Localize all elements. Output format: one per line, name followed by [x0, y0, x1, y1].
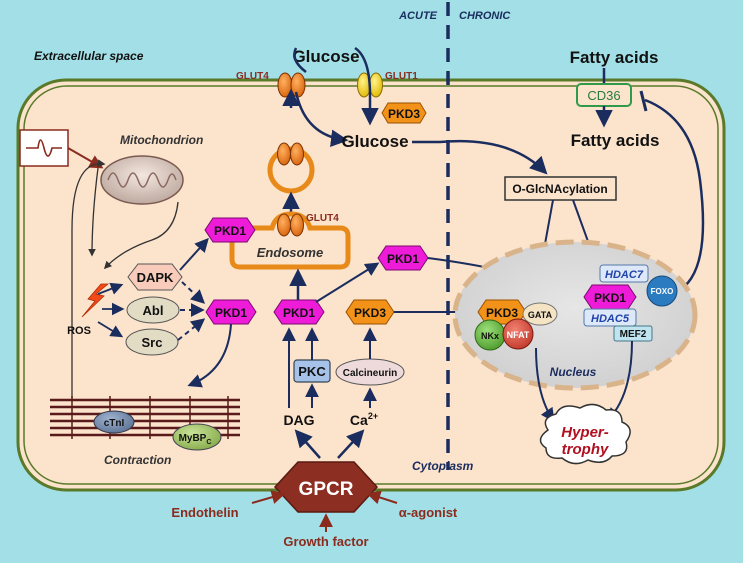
fatty-acids-extracellular-label: Fatty acids: [570, 48, 659, 67]
pkd1center-to-pkd1middle-arrow: [315, 262, 380, 303]
dag-label: DAG: [283, 412, 314, 428]
pkd1-left-node: [205, 299, 257, 325]
endothelin-label: Endothelin: [171, 505, 238, 520]
endosome-glut4-icon: [277, 213, 304, 237]
hypertrophy-cloud: [539, 403, 631, 465]
vesicle-glut4-icon: [277, 142, 304, 166]
chronic-label: CHRONIC: [459, 10, 511, 22]
acute-label: ACUTE: [398, 10, 438, 22]
glucose-to-oglcnac-arrow: [412, 139, 548, 175]
pkd1-left-label: PKD1: [215, 306, 247, 320]
pkd1-nucleus-label: PKD1: [594, 291, 626, 305]
nkx-label: NKx: [481, 331, 499, 341]
contraction-to-mito-arrow: [71, 159, 106, 398]
glucose-to-glut4-arrow: [293, 47, 307, 73]
mybpc-node: [172, 423, 222, 451]
abl-label: Abl: [143, 303, 164, 318]
ecg-waveform-icon: [26, 139, 62, 157]
contraction-label: Contraction: [104, 453, 171, 467]
pkd3-nucleus-label: PKD3: [486, 306, 518, 320]
gata-node: [522, 302, 558, 326]
mitochondrion-label: Mitochondrion: [120, 133, 203, 147]
gpcr-to-dag-arrow: [294, 429, 321, 459]
hdac7-box: [599, 264, 649, 283]
dapk-to-pkd1-dashed: [181, 281, 206, 304]
pkd3-mid-node: [345, 299, 395, 325]
dapk-node: [127, 263, 183, 291]
mybpc-label: MyBPC: [179, 433, 212, 446]
pkd3-complex-to-hypertrophy-arrow: [535, 347, 555, 423]
alpha-agonist-label: α-agonist: [399, 505, 458, 520]
mef2-label: MEF2: [620, 329, 647, 340]
nfat-node: [502, 318, 534, 350]
endothelin-arrow: [251, 490, 286, 504]
gpcr-to-ca-arrow: [337, 429, 365, 459]
ctni-label: cTnI: [104, 418, 125, 429]
glut1-transporter-icon: [357, 72, 383, 98]
cd36-label: CD36: [587, 88, 620, 103]
mito-down-arrow: [88, 167, 99, 257]
endosome-icon: [229, 211, 351, 270]
fatty-acids-intracellular-label: Fatty acids: [571, 131, 660, 150]
pkd1-to-contraction-arrow: [187, 323, 232, 388]
pkd1-center-label: PKD1: [283, 306, 315, 320]
pkc-label: PKC: [298, 364, 326, 379]
ros-to-dapk-arrow: [97, 282, 124, 295]
glucose-intracellular-label: Glucose: [341, 132, 408, 151]
pkd1-center-node: [273, 299, 325, 325]
extracellular-space-label: Extracellular space: [34, 49, 144, 63]
glut4-endosome-label: GLUT4: [306, 213, 339, 224]
growth-factor-label: Growth factor: [283, 534, 368, 549]
hypertrophy-label-1: Hyper-: [561, 424, 609, 441]
pkd1-endosome-node: [204, 217, 256, 243]
glut1-to-glucose-arrow: [354, 46, 379, 126]
oglcnac-box: [504, 176, 617, 201]
gpcr-label: GPCR: [299, 479, 354, 500]
hypertrophy-label-2: trophy: [562, 441, 609, 458]
inhibition-bar: [639, 90, 648, 112]
pkd1-middle-node: [377, 245, 429, 271]
pkd3-mid-label: PKD3: [354, 306, 386, 320]
nfat-label: NFAT: [507, 330, 530, 340]
abl-node: [126, 296, 180, 324]
dapk-to-pkd1-arrow: [179, 237, 209, 271]
gata-label: GATA: [528, 310, 553, 320]
ctni-node: [93, 410, 135, 434]
foxo-inhibits-cd36-line: [644, 98, 705, 294]
nucleus-label: Nucleus: [550, 365, 597, 379]
ros-to-src-arrow: [97, 321, 124, 338]
pkd3-glut-node: [381, 102, 427, 124]
hdac5-box: [583, 308, 637, 327]
endosome-label: Endosome: [257, 245, 323, 260]
dapk-label: DAPK: [137, 270, 174, 285]
ros-label: ROS: [67, 325, 91, 337]
calcineurin-label: Calcineurin: [343, 368, 397, 379]
hdac7-label: HDAC7: [605, 269, 644, 281]
gpcr-receptor: [273, 461, 379, 513]
ros-lightning-icon: [81, 283, 110, 318]
pkd1-endosome-label: PKD1: [214, 224, 246, 238]
ca-label: Ca2+: [350, 411, 378, 428]
pkd1-middle-label: PKD1: [387, 252, 419, 266]
mitochondrion-icon: [100, 155, 184, 205]
glut1-label: GLUT1: [385, 71, 418, 82]
foxo-label: FOXO: [651, 287, 674, 296]
hdac5-label: HDAC5: [591, 313, 630, 325]
cytoplasm-label: Cytoplasm: [412, 459, 474, 473]
src-label: Src: [142, 335, 163, 350]
pkd3-glut-label: PKD3: [388, 107, 420, 121]
glut4-membrane-label: GLUT4: [236, 71, 269, 82]
foxo-node: [646, 275, 678, 307]
mito-to-ros-arrow: [103, 201, 179, 270]
src-node: [125, 328, 179, 356]
oglcnac-label: O-GlcNAcylation: [512, 182, 607, 196]
glucose-extracellular-label: Glucose: [292, 47, 359, 66]
alpha-agonist-arrow: [366, 490, 398, 505]
